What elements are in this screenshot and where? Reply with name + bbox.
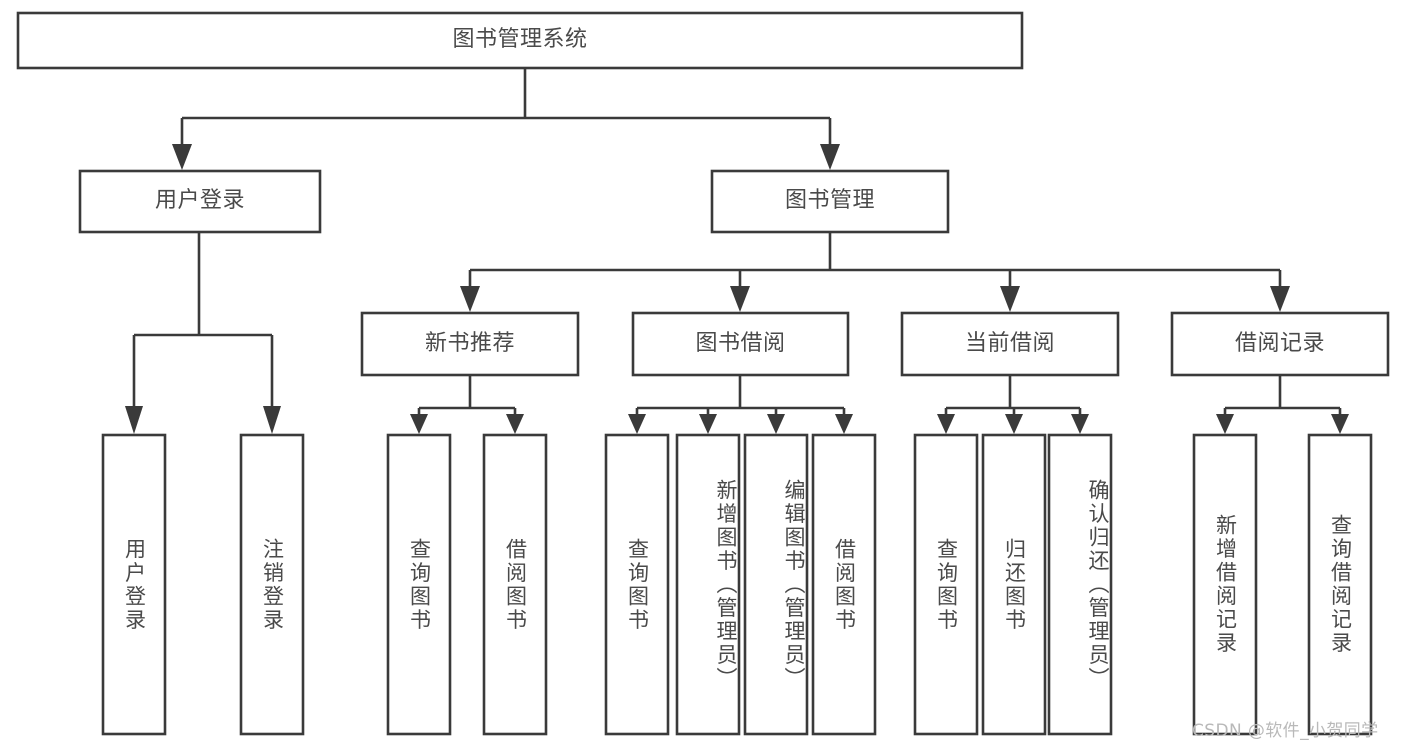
arrow-head-to-new-book-recommend [460,286,480,312]
arrow-head-to-leaf-query-book-1 [410,414,428,434]
node-box-leaf-edit-book[interactable] [743,433,809,736]
arrow-head-to-book-management [820,144,840,170]
arrow-head-to-leaf-query-book-3 [937,414,955,434]
connector-group-book-management [460,232,1290,312]
arrow-head-to-leaf-return-book [1005,414,1023,434]
node-box-leaf-borrow-book-1[interactable] [482,433,548,736]
node-box-book-management[interactable] [710,169,950,234]
arrow-head-to-leaf-confirm-return [1071,414,1089,434]
arrow-head-to-leaf-user-login [125,406,143,434]
connector-group-book-borrow [628,375,853,434]
arrow-head-to-leaf-add-borrow-record [1216,414,1234,434]
arrow-head-to-book-borrow [730,286,750,312]
csdn-watermark: CSDN @软件_小贺同学 [1192,721,1379,741]
node-boxes [16,11,1390,736]
node-box-leaf-add-book[interactable] [675,433,741,736]
node-box-leaf-query-book-3[interactable] [913,433,979,736]
connector-group-current-borrow [937,375,1089,434]
connector-group-user-login [125,232,281,434]
arrow-head-to-leaf-add-book [699,414,717,434]
node-box-leaf-return-book[interactable] [981,433,1047,736]
arrow-head-to-leaf-borrow-book-1 [506,414,524,434]
connector-group-new-book-recommend [410,375,524,434]
node-box-book-borrow[interactable] [631,311,850,377]
node-box-leaf-query-book-1[interactable] [386,433,452,736]
node-box-leaf-borrow-book-2[interactable] [811,433,877,736]
connector-group-root [172,68,840,170]
node-box-new-book-recommend[interactable] [360,311,580,377]
arrow-head-to-user-login [172,144,192,170]
arrow-head-to-leaf-edit-book [767,414,785,434]
arrow-head-to-leaf-logout [263,406,281,434]
node-box-borrow-record[interactable] [1170,311,1390,377]
node-box-leaf-logout[interactable] [239,433,305,736]
connector-group-borrow-record [1216,375,1349,434]
arrow-head-to-leaf-borrow-book-2 [835,414,853,434]
arrow-head-to-leaf-query-borrow-record [1331,414,1349,434]
node-box-user-login[interactable] [78,169,322,234]
node-box-leaf-user-login[interactable] [101,433,167,736]
arrow-head-to-leaf-query-book-2 [628,414,646,434]
node-box-leaf-confirm-return[interactable] [1047,433,1113,736]
node-box-leaf-query-book-2[interactable] [604,433,670,736]
arrow-head-to-borrow-record [1270,286,1290,312]
node-box-leaf-add-borrow-record[interactable] [1192,433,1258,736]
arrow-head-to-current-borrow [1000,286,1020,312]
node-box-root-system[interactable] [16,11,1024,70]
node-box-current-borrow[interactable] [900,311,1120,377]
node-box-leaf-query-borrow-record[interactable] [1307,433,1373,736]
